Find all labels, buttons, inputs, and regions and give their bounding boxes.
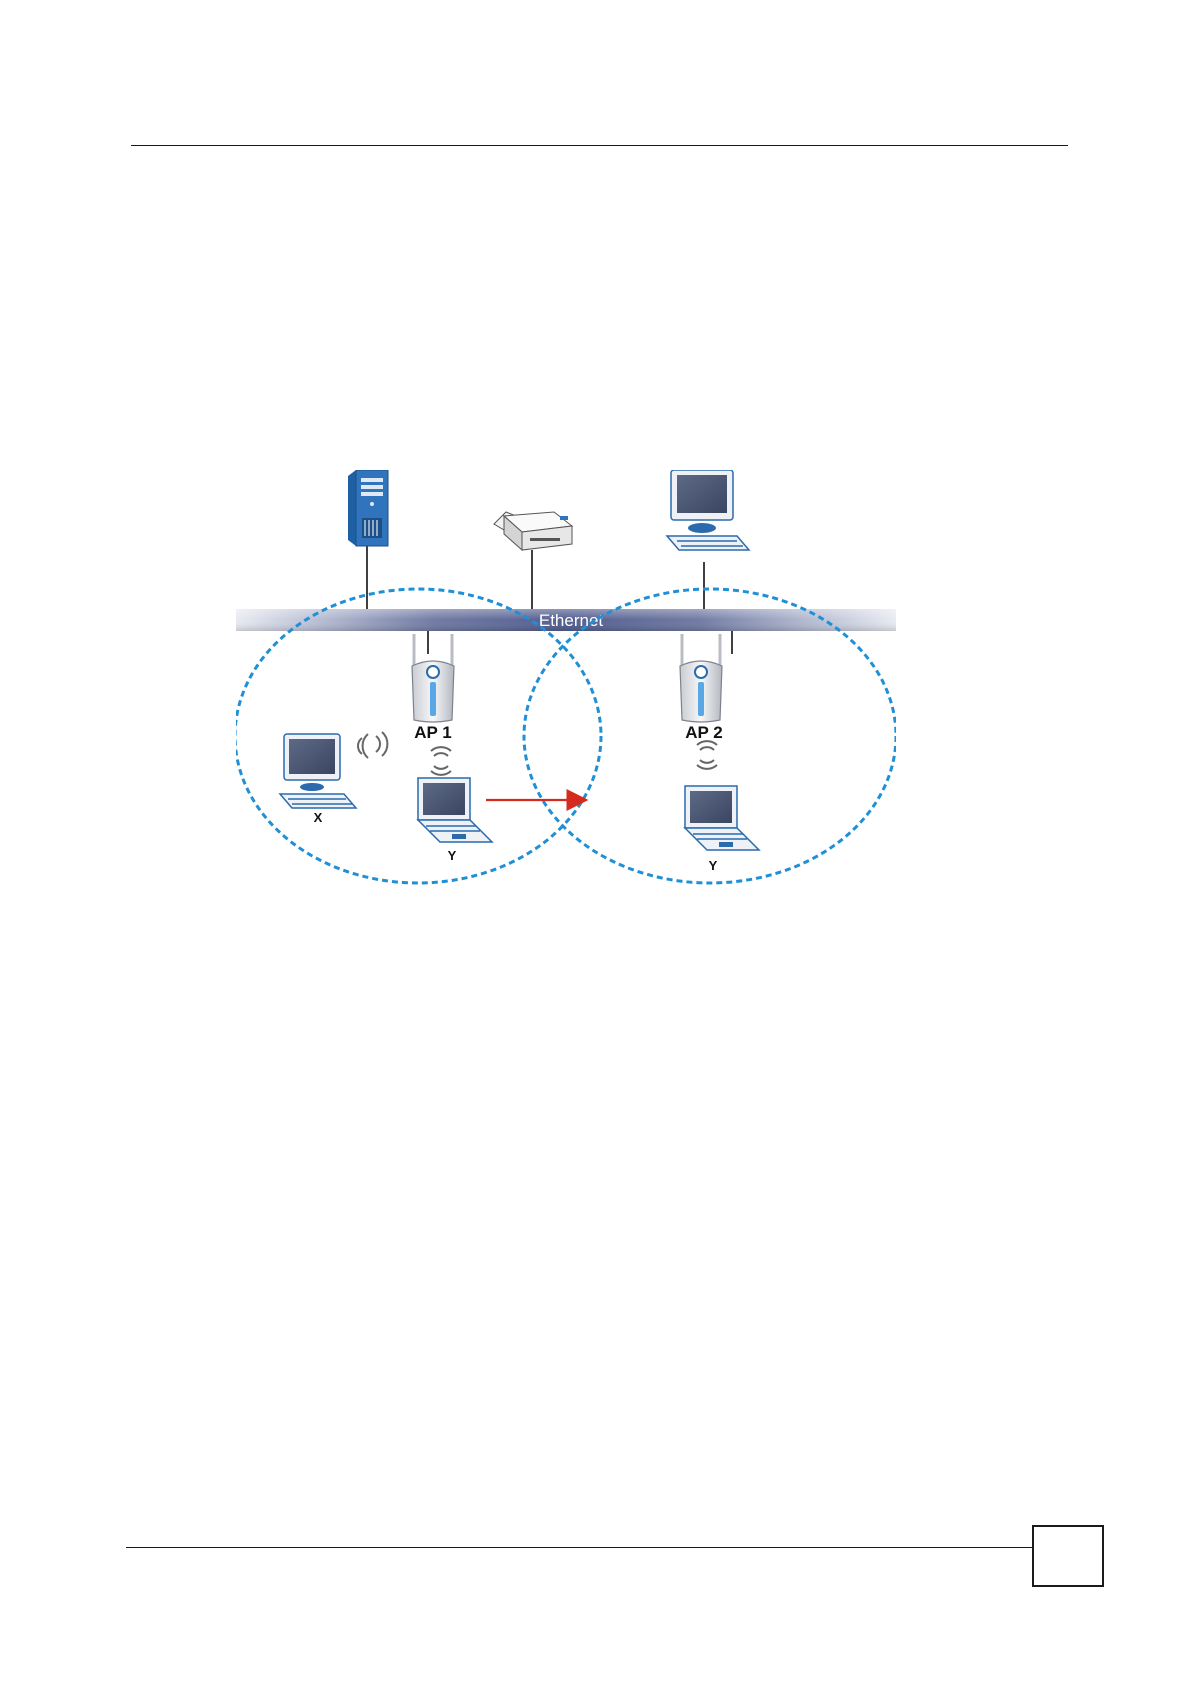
station-y-label-ap2: Y	[709, 858, 718, 873]
desktop-icon	[667, 470, 749, 550]
wireless-signal-icon	[697, 741, 717, 769]
ap-2-label: AP 2	[685, 723, 723, 742]
access-point-2-icon	[680, 634, 722, 722]
station-x-desktop-icon	[280, 734, 356, 808]
access-point-1-icon	[412, 634, 454, 722]
page-number-box	[1032, 1525, 1104, 1587]
ap-1-label: AP 1	[414, 723, 452, 742]
station-y-label-ap1: Y	[448, 848, 457, 863]
ethernet-backbone: Ethernet	[236, 609, 896, 631]
drop-lines	[367, 545, 732, 654]
footer-rule	[126, 1547, 1032, 1548]
header-rule	[131, 145, 1068, 146]
station-y-laptop-icon	[418, 778, 492, 842]
station-x-label: X	[314, 810, 323, 825]
printer-icon	[494, 512, 572, 550]
server-icon	[348, 470, 388, 546]
roaming-network-diagram: Ethernet	[236, 470, 896, 890]
wireless-signal-icon	[358, 732, 387, 758]
station-y-laptop-icon	[685, 786, 759, 850]
wireless-signal-icon	[431, 747, 451, 775]
